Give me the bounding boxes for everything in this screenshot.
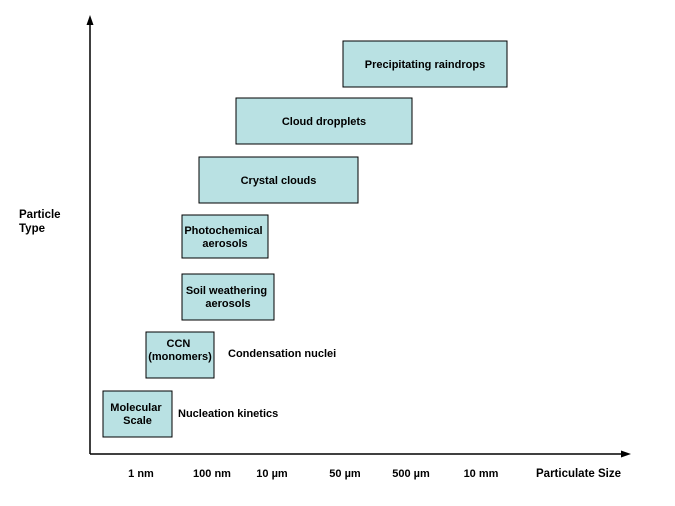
box-label-line: Crystal clouds [241,175,317,187]
x-tick-label: 1 nm [128,468,154,480]
box-label: CCN (monomers) [148,338,212,363]
box-label-line: Soil weathering [186,285,267,297]
particle-type-boxes: Molecular Scale Nucleation kinetics CCN … [102,40,508,438]
side-label-condensation-nuclei: Condensation nuclei [228,348,336,360]
box-label: Soil weathering aerosols [186,285,270,310]
x-tick-label: 500 µm [392,468,430,480]
box-label: Molecular Scale [110,402,164,427]
y-axis-arrowhead [86,15,94,25]
box-ccn: CCN (monomers) Condensation nuclei [145,331,336,379]
box-crystal-clouds-rect [198,156,359,204]
box-cloud-dropplets-rect [235,97,413,145]
side-label-nucleation-kinetics: Nucleation kinetics [178,408,278,420]
box-label-line: aerosols [205,298,250,310]
box-soil-weathering-aerosols-rect [181,273,275,321]
box-ccn-rect [145,331,215,379]
box-label: Crystal clouds [241,175,317,187]
box-label: Precipitating raindrops [365,59,485,71]
box-label-line: CCN [167,338,191,350]
box-photochemical-aerosols-rect [181,214,269,259]
box-label-line: Photochemical [184,225,262,237]
box-label-line: Precipitating raindrops [365,59,485,71]
box-precipitating-raindrops-rect [342,40,508,88]
y-axis-title: Particle Type [19,209,64,235]
box-label: Cloud dropplets [282,116,366,128]
x-axis-title: Particulate Size [536,468,621,480]
box-label: Photochemical aerosols [184,225,265,250]
box-photochemical-aerosols: Photochemical aerosols [181,214,269,259]
box-molecular-scale-rect [102,390,173,438]
box-label-line: Scale [123,415,152,427]
box-crystal-clouds: Crystal clouds [198,156,359,204]
box-label-line: aerosols [202,238,247,250]
x-tick-label: 50 µm [329,468,361,480]
x-tick-label: 100 nm [193,468,231,480]
axes [86,15,631,458]
x-tick-label: 10 µm [256,468,288,480]
box-cloud-dropplets: Cloud dropplets [235,97,413,145]
x-axis-ticks: 1 nm 100 nm 10 µm 50 µm 500 µm 10 mm [128,468,498,480]
x-tick-label: 10 mm [464,468,499,480]
box-soil-weathering-aerosols: Soil weathering aerosols [181,273,275,321]
box-label-line: (monomers) [148,351,212,363]
box-label-line: Cloud dropplets [282,116,366,128]
x-axis-arrowhead [621,450,631,458]
box-precipitating-raindrops: Precipitating raindrops [342,40,508,88]
y-axis-title-line-2: Type [19,223,45,235]
y-axis-title-line-1: Particle [19,209,61,221]
box-molecular-scale: Molecular Scale Nucleation kinetics [102,390,278,438]
box-label-line: Molecular [110,402,162,414]
